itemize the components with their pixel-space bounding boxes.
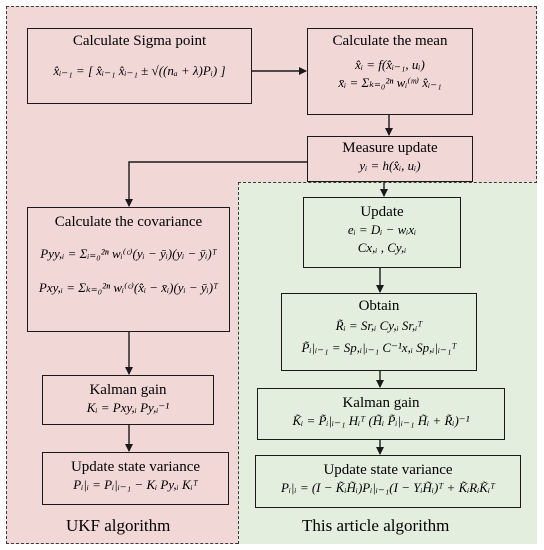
mean-equation-2: x̄ᵢ = Σₖ₌₀²ⁿ wᵢ⁽ᵐ⁾ x̂ᵢ₋₁	[338, 75, 442, 90]
update-variance-left-box: Update state variance Pᵢ|ᵢ = Pᵢ|ᵢ₋₁ − Kᵢ…	[42, 452, 229, 505]
obtain-box: Obtain R̃ᵢ = Sr,ᵢ Cy,ᵢ Sr,ᵢᵀ P̃ᵢ|ᵢ₋₁ = S…	[281, 293, 477, 371]
arrow-measure-to-covariance	[125, 161, 307, 207]
update-equation-1: eᵢ = Dᵢ − wᵢxᵢ	[347, 222, 417, 237]
article-region	[238, 182, 537, 544]
sigma-point-equation: x̂ᵢ₋₁ = [ x̂ᵢ₋₁ x̂ᵢ₋₁ ± √((nₐ + λ)Pᵢ) ]	[53, 63, 226, 78]
covariance-title: Calculate the covariance	[54, 214, 203, 230]
ukf-algorithm-label: UKF algorithm	[66, 516, 171, 535]
kalman-gain-right-title: Kalman gain	[342, 395, 420, 411]
kalman-gain-left-title: Kalman gain	[89, 382, 167, 398]
article-algorithm-label: This article algorithm	[302, 516, 450, 535]
sigma-point-box: Calculate Sigma point x̂ᵢ₋₁ = [ x̂ᵢ₋₁ x̂…	[27, 28, 252, 104]
update-equation-2: Cx,ᵢ , Cy,ᵢ	[357, 240, 407, 255]
measure-update-box: Measure update yᵢ = h(x̂ᵢ, uᵢ)	[307, 136, 473, 182]
update-variance-left-title: Update state variance	[70, 459, 201, 475]
mean-equation-1: x̂ᵢ = f(x̂ᵢ₋₁, uᵢ)	[355, 57, 425, 72]
mean-box: Calculate the mean x̂ᵢ = f(x̂ᵢ₋₁, uᵢ) x̄…	[307, 28, 473, 115]
kalman-gain-right-equation: K̃ᵢ = P̃ᵢ|ᵢ₋₁ Hᵢᵀ (H̃ᵢ P̃ᵢ|ᵢ₋₁ H̃ᵢ + R̃ᵢ…	[292, 413, 470, 428]
covariance-equation-2: Pxy,ᵢ = Σₖ₌₀²ⁿ wᵢ⁽ᶜ⁾(x̂ᵢ − x̄ᵢ)(yᵢ − ȳᵢ)…	[38, 280, 219, 295]
update-variance-right-equation: Pᵢ|ᵢ = (I − K̃ᵢH̃ᵢ)Pᵢ|ᵢ₋₁(I − YᵢH̃ᵢ)ᵀ + …	[280, 480, 496, 495]
update-variance-right-title: Update state variance	[323, 462, 453, 478]
measure-update-title: Measure update	[342, 140, 438, 156]
update-box: Update eᵢ = Dᵢ − wᵢxᵢ Cx,ᵢ , Cy,ᵢ	[303, 197, 461, 268]
covariance-box: Calculate the covariance Pyy,ᵢ = Σᵢ₌₀²ⁿ …	[27, 207, 230, 332]
update-variance-left-equation: Pᵢ|ᵢ = Pᵢ|ᵢ₋₁ − Kᵢ Py,ᵢ Kᵢᵀ	[73, 477, 198, 492]
obtain-equation-1: R̃ᵢ = Sr,ᵢ Cy,ᵢ Sr,ᵢᵀ	[335, 318, 423, 333]
kalman-gain-left-box: Kalman gain Kᵢ = Pxy,ᵢ Py,ᵢ⁻¹	[42, 375, 214, 425]
sigma-point-title: Calculate Sigma point	[72, 33, 207, 49]
obtain-title: Obtain	[358, 298, 400, 314]
covariance-equation-1: Pyy,ᵢ = Σᵢ₌₀²ⁿ wᵢ⁽ᶜ⁾(yᵢ − ȳᵢ)(yᵢ − ȳᵢ)ᵀ	[40, 246, 217, 261]
update-variance-right-box: Update state variance Pᵢ|ᵢ = (I − K̃ᵢH̃ᵢ…	[255, 455, 521, 508]
kalman-gain-right-box: Kalman gain K̃ᵢ = P̃ᵢ|ᵢ₋₁ Hᵢᵀ (H̃ᵢ P̃ᵢ|ᵢ…	[257, 388, 505, 440]
obtain-equation-2: P̃ᵢ|ᵢ₋₁ = Sp,ᵢ|ᵢ₋₁ C⁻¹x,ᵢ Sp,ᵢ|ᵢ₋₁ᵀ	[301, 340, 457, 355]
update-title: Update	[360, 204, 404, 220]
measure-update-equation: yᵢ = h(x̂ᵢ, uᵢ)	[359, 158, 421, 173]
kalman-gain-left-equation: Kᵢ = Pxy,ᵢ Py,ᵢ⁻¹	[86, 400, 170, 415]
mean-title: Calculate the mean	[332, 33, 448, 49]
